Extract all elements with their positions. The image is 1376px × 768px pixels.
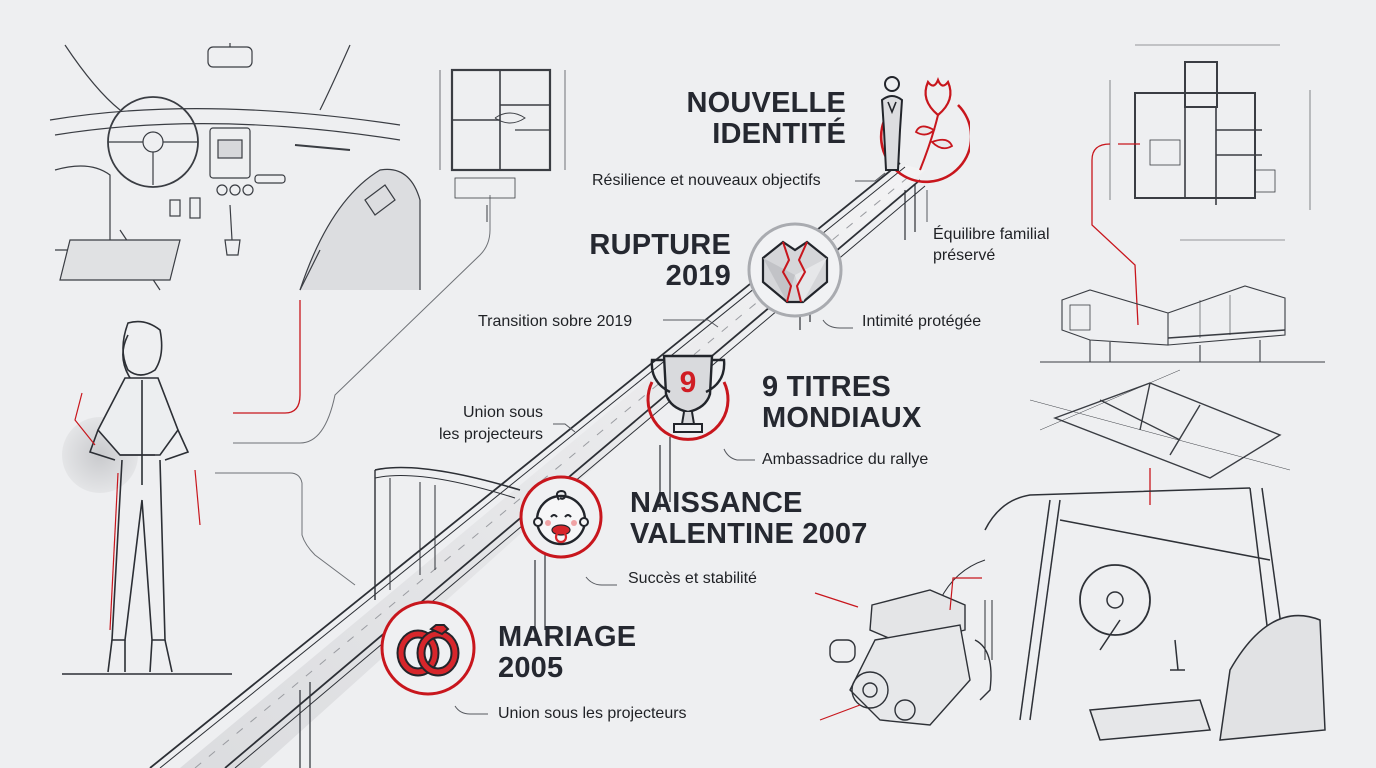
naissance-caption: Succès et stabilité (628, 570, 757, 587)
union-side-note: Union sous les projecteurs (439, 402, 543, 446)
mariage-title-line1: MARIAGE (498, 621, 637, 653)
floor-plan-small (439, 68, 566, 222)
connector-red-1 (233, 300, 301, 414)
person-lotus-icon (879, 76, 973, 184)
naissance-badge (518, 474, 604, 560)
rupture-caption: Intimité protégée (862, 313, 982, 330)
transition-side-note: Transition sobre 2019 (478, 313, 633, 330)
identite-caption: Résilience et nouveaux objectifs (592, 172, 821, 189)
identite-badge (860, 70, 973, 185)
rupture-badge (745, 220, 845, 320)
rupture-title-line2: 2019 (665, 260, 731, 292)
union-side-note-line1: Union sous (462, 404, 543, 421)
rupture-title: RUPTURE 2019 (589, 230, 731, 292)
equilibre-side-note: Équilibre familial préservé (933, 224, 1050, 266)
connector-gray-2 (215, 472, 356, 586)
titres-title-line1: 9 TITRES (762, 371, 891, 403)
mariage-caption: Union sous les projecteurs (498, 705, 687, 722)
mariage-title-line2: 2005 (498, 652, 564, 684)
equilibre-side-note-line1: Équilibre familial (933, 226, 1050, 243)
woman-standing-figure (62, 320, 232, 675)
titres-title: 9 TITRES MONDIAUX (762, 372, 922, 434)
identite-title-line2: IDENTITÉ (712, 118, 846, 150)
titres-badge: 9 (640, 352, 736, 448)
broken-heart-cube-icon (747, 222, 843, 318)
naissance-title-line2: VALENTINE 2007 (630, 518, 868, 550)
connector-red-2 (1091, 143, 1139, 326)
connector-gray-1 (233, 195, 491, 444)
car-interior-sketch (49, 43, 421, 291)
engine-sketch (829, 589, 993, 726)
trophy-icon: 9 (646, 354, 730, 441)
identite-title: NOUVELLE IDENTITÉ (687, 88, 847, 150)
equilibre-side-note-line2: préservé (933, 247, 996, 264)
modern-house-perspective (1040, 285, 1325, 363)
perspective-floor-plan (1029, 369, 1291, 479)
rally-car-interior-rollcage (939, 487, 1326, 741)
wedding-rings-icon (380, 600, 476, 696)
baby-face-icon (519, 475, 603, 559)
titres-caption: Ambassadrice du rallye (762, 451, 929, 468)
naissance-title: NAISSANCE VALENTINE 2007 (630, 488, 868, 550)
house-floor-plan (1109, 44, 1311, 241)
titres-title-line2: MONDIAUX (762, 402, 922, 434)
naissance-title-line1: NAISSANCE (630, 487, 803, 519)
identite-title-line1: NOUVELLE (686, 87, 846, 119)
union-side-note-line2: les projecteurs (438, 426, 543, 443)
mariage-badge (378, 598, 478, 698)
mariage-title: MARIAGE 2005 (498, 622, 636, 684)
rupture-title-line1: RUPTURE (589, 229, 731, 261)
trophy-number: 9 (680, 366, 697, 399)
